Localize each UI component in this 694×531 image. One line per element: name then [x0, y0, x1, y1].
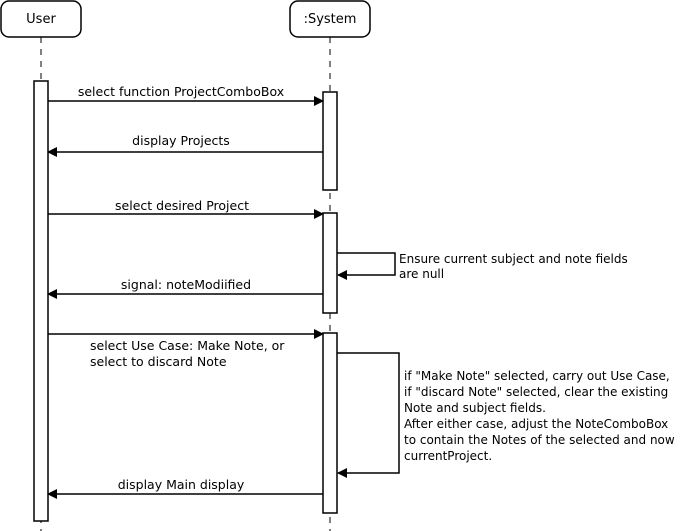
- self-note-2: if "Make Note" selected, carry out Use C…: [404, 369, 675, 463]
- self-note-2-line: Note and subject fields.: [404, 401, 546, 415]
- message-label-select-use-case-line-1: select Use Case: Make Note, or: [90, 338, 285, 353]
- user-activation[interactable]: [33, 80, 49, 522]
- self-note-2-line: if "Make Note" selected, carry out Use C…: [404, 369, 670, 383]
- system-activation-1[interactable]: [322, 91, 338, 191]
- system-participant[interactable]: :System: [289, 0, 371, 38]
- self-note-2-line: currentProject.: [404, 449, 492, 463]
- message-label-select-project: select desired Project: [115, 198, 249, 213]
- system-activation-3[interactable]: [322, 332, 338, 514]
- self-note-2-line: After either case, adjust the NoteComboB…: [404, 417, 668, 431]
- self-note-1-line-1: Ensure current subject and note fields: [399, 252, 628, 266]
- message-label-display-projects: display Projects: [132, 133, 230, 148]
- system-participant-label: :System: [304, 12, 357, 27]
- system-activation-2[interactable]: [322, 212, 338, 314]
- self-note-2-line: if "discard Note" selected, clear the ex…: [404, 385, 668, 399]
- message-label-select-function: select function ProjectComboBox: [78, 84, 284, 99]
- message-label-signal: signal: noteModiified: [121, 277, 251, 292]
- user-participant-label: User: [26, 12, 56, 27]
- self-message-arrow-2[interactable]: [337, 352, 400, 478]
- message-label-select-use-case-line-2: select to discard Note: [90, 354, 227, 369]
- self-note-1-line-2: are null: [399, 267, 444, 281]
- message-label-display-main: display Main display: [118, 477, 245, 492]
- user-participant[interactable]: User: [0, 0, 82, 38]
- self-message-arrow-1[interactable]: [337, 252, 396, 280]
- self-note-2-line: to contain the Notes of the selected and…: [404, 433, 675, 447]
